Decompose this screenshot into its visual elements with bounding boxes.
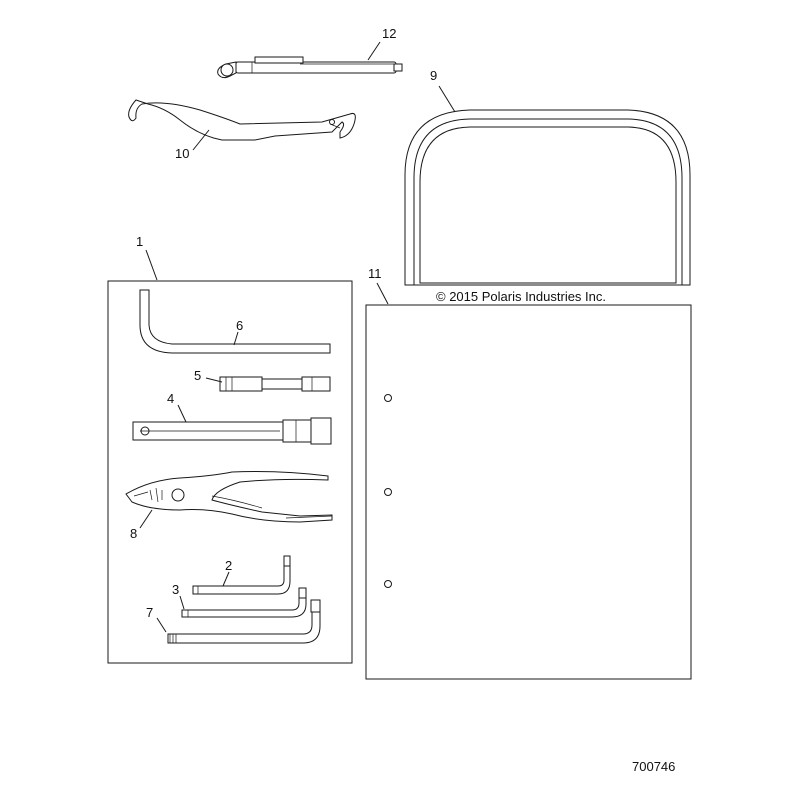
- screwdriver-bit-holder-icon: [217, 56, 403, 79]
- leader-line-2: [222, 571, 230, 587]
- spanner-wrench-icon: [128, 99, 356, 141]
- leader-line-10: [192, 129, 210, 151]
- callout-10: 10: [175, 146, 189, 161]
- leader-line-12: [367, 41, 381, 61]
- leader-line-6: [233, 331, 239, 346]
- leader-line-4: [177, 404, 187, 423]
- socket-extension-icon: [219, 376, 331, 392]
- hex-key-large-icon: [139, 289, 331, 354]
- leader-line-7: [156, 617, 167, 633]
- callout-7: 7: [146, 605, 153, 620]
- figure-number: 700746: [632, 759, 675, 774]
- callout-8: 8: [130, 526, 137, 541]
- leader-line-3: [179, 595, 185, 610]
- callout-11: 11: [368, 266, 382, 281]
- spark-plug-socket-wrench-icon: [132, 417, 332, 445]
- leader-line-11: [376, 282, 389, 305]
- callout-3: 3: [172, 582, 179, 597]
- tool-pouch-handle-loop-icon: [404, 109, 691, 286]
- leader-line-8: [139, 509, 153, 529]
- callout-6: 6: [236, 318, 243, 333]
- callout-12: 12: [382, 26, 396, 41]
- callout-9: 9: [430, 68, 437, 83]
- callout-1: 1: [136, 234, 143, 249]
- leader-line-9: [438, 85, 456, 113]
- callout-4: 4: [167, 391, 174, 406]
- torx-key-icon: [167, 599, 321, 644]
- hex-key-small-icon: [192, 555, 291, 595]
- copyright-notice: © 2015 Polaris Industries Inc.: [436, 289, 606, 304]
- leader-line-1: [145, 249, 158, 281]
- slip-joint-pliers-icon: [125, 471, 333, 523]
- leader-line-5: [205, 377, 223, 383]
- callout-2: 2: [225, 558, 232, 573]
- owners-manual-booklet-icon: [365, 304, 692, 680]
- callout-5: 5: [194, 368, 201, 383]
- hex-key-medium-icon: [181, 587, 307, 618]
